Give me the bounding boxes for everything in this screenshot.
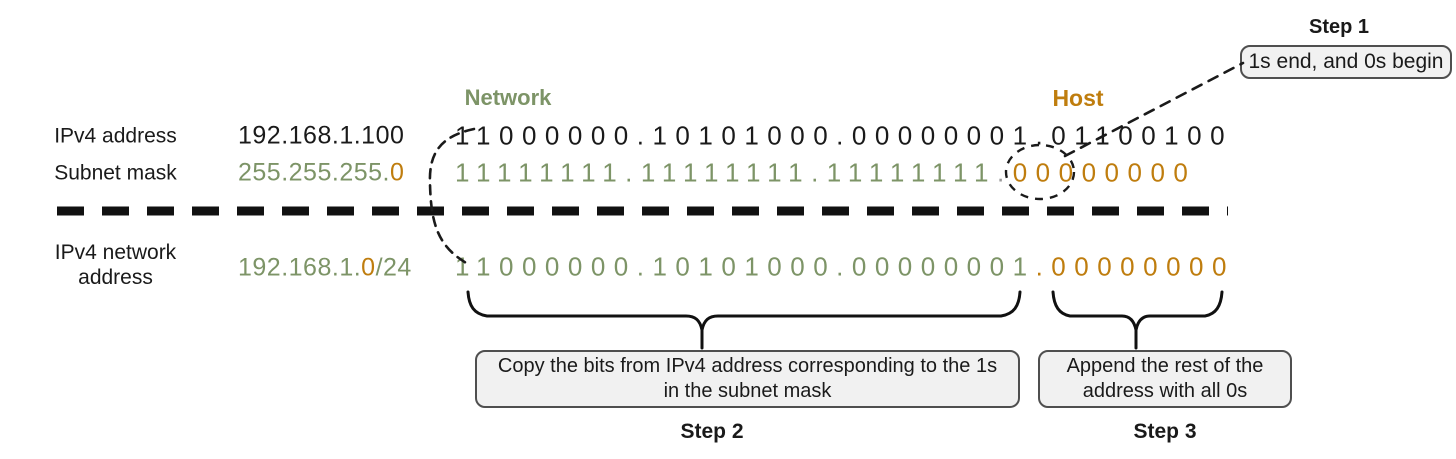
ipv4-address-binary: 11000000.10101000.00000001.01100100 [455,120,1234,151]
ipv4-network-address-label-line1: IPv4 network [54,241,177,264]
host-section-header: Host [1052,85,1104,111]
subnet-mask-binary: 11111111.11111111.11111111.00000000 [455,158,1196,189]
ipv4-network-binary-dot: . [1035,251,1052,282]
ipv4-network-value-prefix: /24 [375,253,412,282]
step1-title: Step 1 [1308,16,1370,38]
subnet-mask-value: 255.255.255.0 [238,158,405,188]
step2-note-line1: Copy the bits from IPv4 address correspo… [497,355,998,377]
subnet-mask-binary-zeros: 00000000 [1012,157,1197,188]
ipv4-network-address-label: IPv4 network address [38,240,193,290]
step3-note-line1: Append the rest of the [1066,355,1264,377]
ipv4-network-value-network-part: 192.168.1. [238,253,362,282]
ipv4-address-label: IPv4 address [54,124,177,148]
network-section-header: Network [464,85,552,110]
step1-note: 1s end, and 0s begin [1248,50,1444,73]
host-bits-brace [1051,290,1224,332]
step3-note-line2: address with all 0s [1082,380,1248,402]
step3-callout-box: Append the rest of the address with all … [1038,350,1292,408]
ipv4-network-binary-host-part: 00000000 [1051,251,1235,282]
network-bits-brace [466,290,1022,332]
ipv4-network-address-label-line2: address [78,266,153,289]
ipv4-network-address-binary: 11000000.10101000.00000001.00000000 [455,252,1235,283]
step3-title: Step 3 [1133,420,1197,443]
step2-callout-box: Copy the bits from IPv4 address correspo… [475,350,1020,408]
ipv4-address-value: 192.168.1.100 [238,121,405,150]
subnet-mask-label: Subnet mask [54,161,177,185]
step1-callout-box: 1s end, and 0s begin [1240,45,1452,79]
step2-note-line2: in the subnet mask [663,380,832,402]
subnet-mask-binary-dot: . [996,157,1013,188]
subnet-mask-value-host-part: 0 [389,158,405,187]
ipv4-network-binary-network-part: 11000000.10101000.00000001 [455,251,1036,282]
subnet-mask-binary-ones: 11111111.11111111.11111111 [455,157,997,188]
step2-title: Step 2 [680,420,744,443]
ipv4-network-address-value: 192.168.1.0/24 [238,253,411,283]
subnet-mask-value-network-part: 255.255.255. [238,158,390,187]
ipv4-network-value-host-part: 0 [361,253,376,282]
